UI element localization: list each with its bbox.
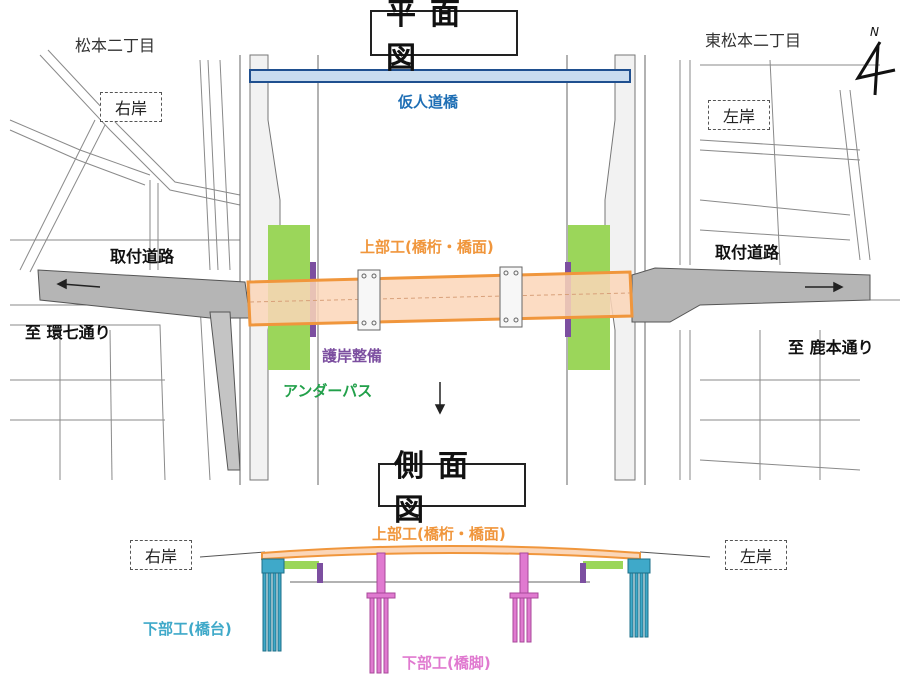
to-left-label: 至 環七通り [25,323,111,342]
north-label: N [870,25,879,39]
pier-label: 下部工(橋脚) [402,654,491,672]
side-bank-right: 右岸 [130,540,192,570]
plan-bank-left: 左岸 [708,100,770,130]
side-view-drawing [199,545,711,674]
arrow-left [56,278,101,290]
superstructure-plan-label: 上部工(橋桁・橋面) [360,238,494,256]
access-road-right-label: 取付道路 [715,243,780,262]
temp-bridge-shape [249,69,631,83]
temp-bridge-label: 仮人道橋 [398,93,459,111]
ground-line-left [199,551,266,558]
superstructure-centerline [249,292,631,303]
side-revetment-left [317,563,323,583]
revetment-label: 護岸整備 [322,347,383,365]
pier-plan-left [357,269,381,331]
side-underpass-right [583,561,623,569]
abutment-label: 下部工(橋台) [143,620,232,638]
side-abutment-left [261,558,285,652]
ground-line-right [639,551,711,558]
plan-bank-right: 右岸 [100,92,162,122]
side-abutment-right [627,558,651,638]
town-label-left: 松本二丁目 [75,36,156,55]
town-label-right: 東松本二丁目 [705,31,802,50]
plan-view-title: 平面図 [370,0,518,76]
side-pier-left [366,552,396,674]
access-road-left-label: 取付道路 [110,247,175,266]
down-arrow [434,382,446,415]
street-lines-left [9,49,241,481]
access-road-right-shape [631,267,871,323]
underpass-label: アンダーパス [283,382,373,400]
north-arrow-icon [854,41,896,96]
arrow-right [805,281,844,293]
superstructure-shape [246,270,634,327]
side-view-title: 側面図 [378,449,526,528]
side-bank-left: 左岸 [725,540,787,570]
street-lines-right [679,59,900,480]
side-underpass-left [275,561,319,569]
side-deck-shape [261,545,641,561]
access-road-left-branch [209,311,241,471]
plan-view-drawing [9,41,900,485]
side-revetment-right [580,563,586,583]
side-pier-right [509,552,539,643]
access-road-left-shape [37,269,251,319]
to-right-label: 至 鹿本通り [788,338,874,357]
pier-plan-right [499,266,523,328]
superstructure-side-label: 上部工(橋桁・橋面) [372,525,506,543]
